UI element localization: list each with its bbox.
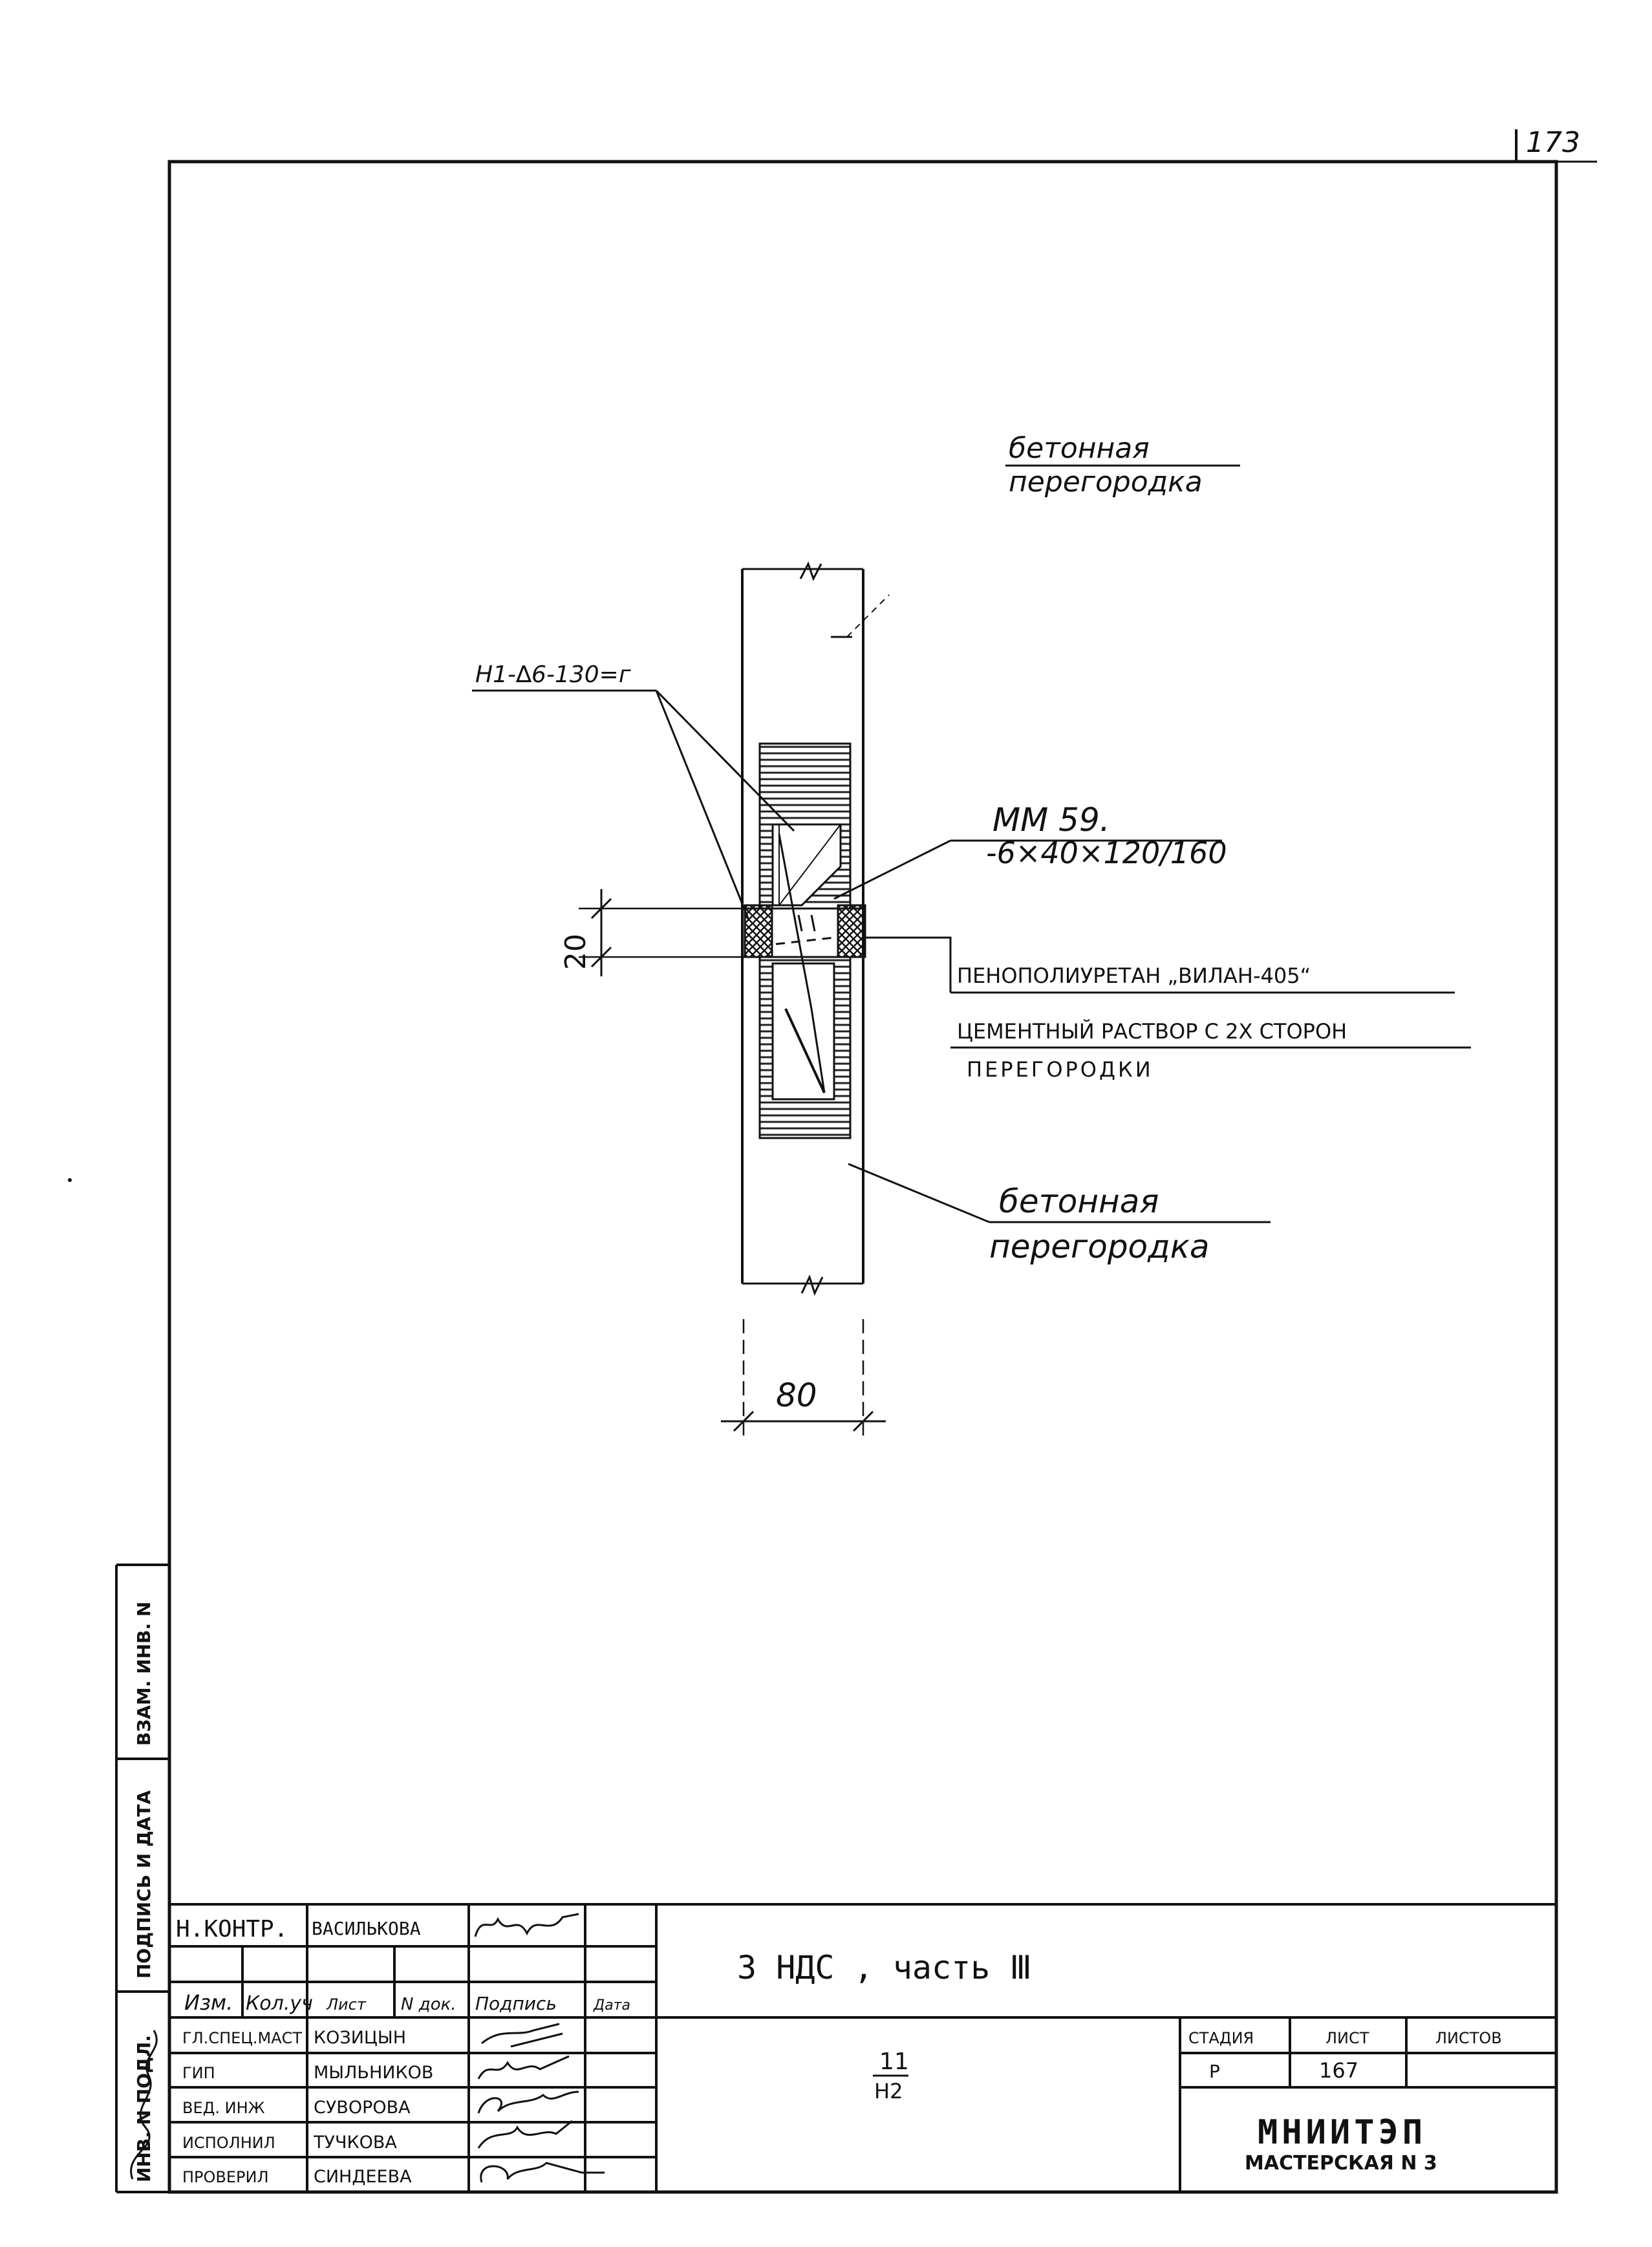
tb-project-title: 3 НДС , часть Ⅲ bbox=[737, 1949, 1032, 1986]
tb-org-sub: МАСТЕРСКАЯ N 3 bbox=[1245, 2152, 1437, 2175]
dim-gap-label: 20 bbox=[559, 934, 592, 970]
tb-org-name: МНИИТЭП bbox=[1258, 2113, 1426, 2152]
tb-n-kontr-name: ВАСИЛЬКОВА bbox=[312, 1918, 421, 1939]
label-rebar: Н1-∆6-130=г bbox=[475, 661, 632, 688]
tb-header-podpis: Подпись bbox=[475, 1993, 557, 2014]
sheet-frame bbox=[167, 160, 1558, 2194]
tb-header-data: Дата bbox=[593, 1997, 630, 2014]
tb-sheet-label: ЛИСТ bbox=[1325, 2029, 1369, 2047]
label-top-line1: бетонная bbox=[1009, 432, 1150, 465]
label-embed-line2: -6×40×120/160 bbox=[986, 835, 1227, 870]
partition-node bbox=[579, 561, 1471, 1435]
tb-n-kontr-signature bbox=[474, 1913, 579, 1937]
side-stamp bbox=[115, 1564, 169, 2193]
tb-signer-role-2: ГИП bbox=[182, 2064, 215, 2082]
tb-header-ndok: N док. bbox=[401, 1995, 456, 2014]
tb-signatures bbox=[477, 2023, 605, 2183]
tb-signer-name-3: СУВОРОВА bbox=[314, 2098, 411, 2118]
label-foam: ПЕНОПОЛИУРЕТАН „ВИЛАН-405“ bbox=[957, 963, 1311, 988]
label-mortar-line2: ПЕРЕГОРОДКИ bbox=[967, 1057, 1153, 1082]
tb-header-izm: Изм. bbox=[184, 1990, 233, 2015]
side-signature bbox=[130, 2030, 158, 2180]
dim-width-label: 80 bbox=[776, 1377, 817, 1414]
tb-header-kolich: Кол.уч bbox=[246, 1992, 313, 2015]
label-bottom-line2: перегородка bbox=[989, 1228, 1210, 1265]
tb-n-kontr-role: Н.КОНТР. bbox=[176, 1916, 288, 1942]
tb-header-list: Лист bbox=[326, 1995, 367, 2014]
tb-signer-role-1: ГЛ.СПЕЦ.МАСТ bbox=[182, 2029, 302, 2047]
label-bottom-line1: бетонная bbox=[999, 1183, 1159, 1220]
label-embed-line1: ММ 59. bbox=[992, 801, 1110, 839]
tb-signer-role-5: ПРОВЕРИЛ bbox=[182, 2168, 269, 2186]
label-mortar-line1: ЦЕМЕНТНЫЙ РАСТВОР С 2Х СТОРОН bbox=[957, 1019, 1347, 1044]
label-top-line2: перегородка bbox=[1009, 466, 1203, 499]
tb-signer-role-4: ИСПОЛНИЛ bbox=[182, 2134, 275, 2152]
tb-node-den: Н2 bbox=[874, 2079, 903, 2103]
page-number: 173 bbox=[1526, 126, 1580, 159]
tb-stage-label: СТАДИЯ bbox=[1188, 2029, 1254, 2047]
tb-sheet-value: 167 bbox=[1319, 2058, 1358, 2083]
side-vzam-inv: ВЗАМ. ИНВ. N bbox=[133, 1602, 155, 1746]
tb-signer-name-1: КОЗИЦЫН bbox=[314, 2028, 406, 2048]
side-inv-podl: ИНВ. N ПОДЛ. bbox=[133, 2035, 155, 2182]
title-block bbox=[169, 1903, 1556, 2192]
side-podpis-data: ПОДПИСЬ И ДАТА bbox=[133, 1790, 155, 1979]
tb-signer-name-2: МЫЛЬНИКОВ bbox=[314, 2063, 433, 2083]
tb-sheets-label: ЛИСТОВ bbox=[1435, 2029, 1502, 2047]
tb-node-num: 11 bbox=[879, 2048, 909, 2075]
tb-stage-value: Р bbox=[1209, 2061, 1220, 2082]
tb-signer-name-4: ТУЧКОВА bbox=[313, 2133, 397, 2153]
tb-signer-name-5: СИНДЕЕВА bbox=[314, 2167, 412, 2187]
tb-signer-role-3: ВЕД. ИНЖ bbox=[182, 2099, 265, 2117]
